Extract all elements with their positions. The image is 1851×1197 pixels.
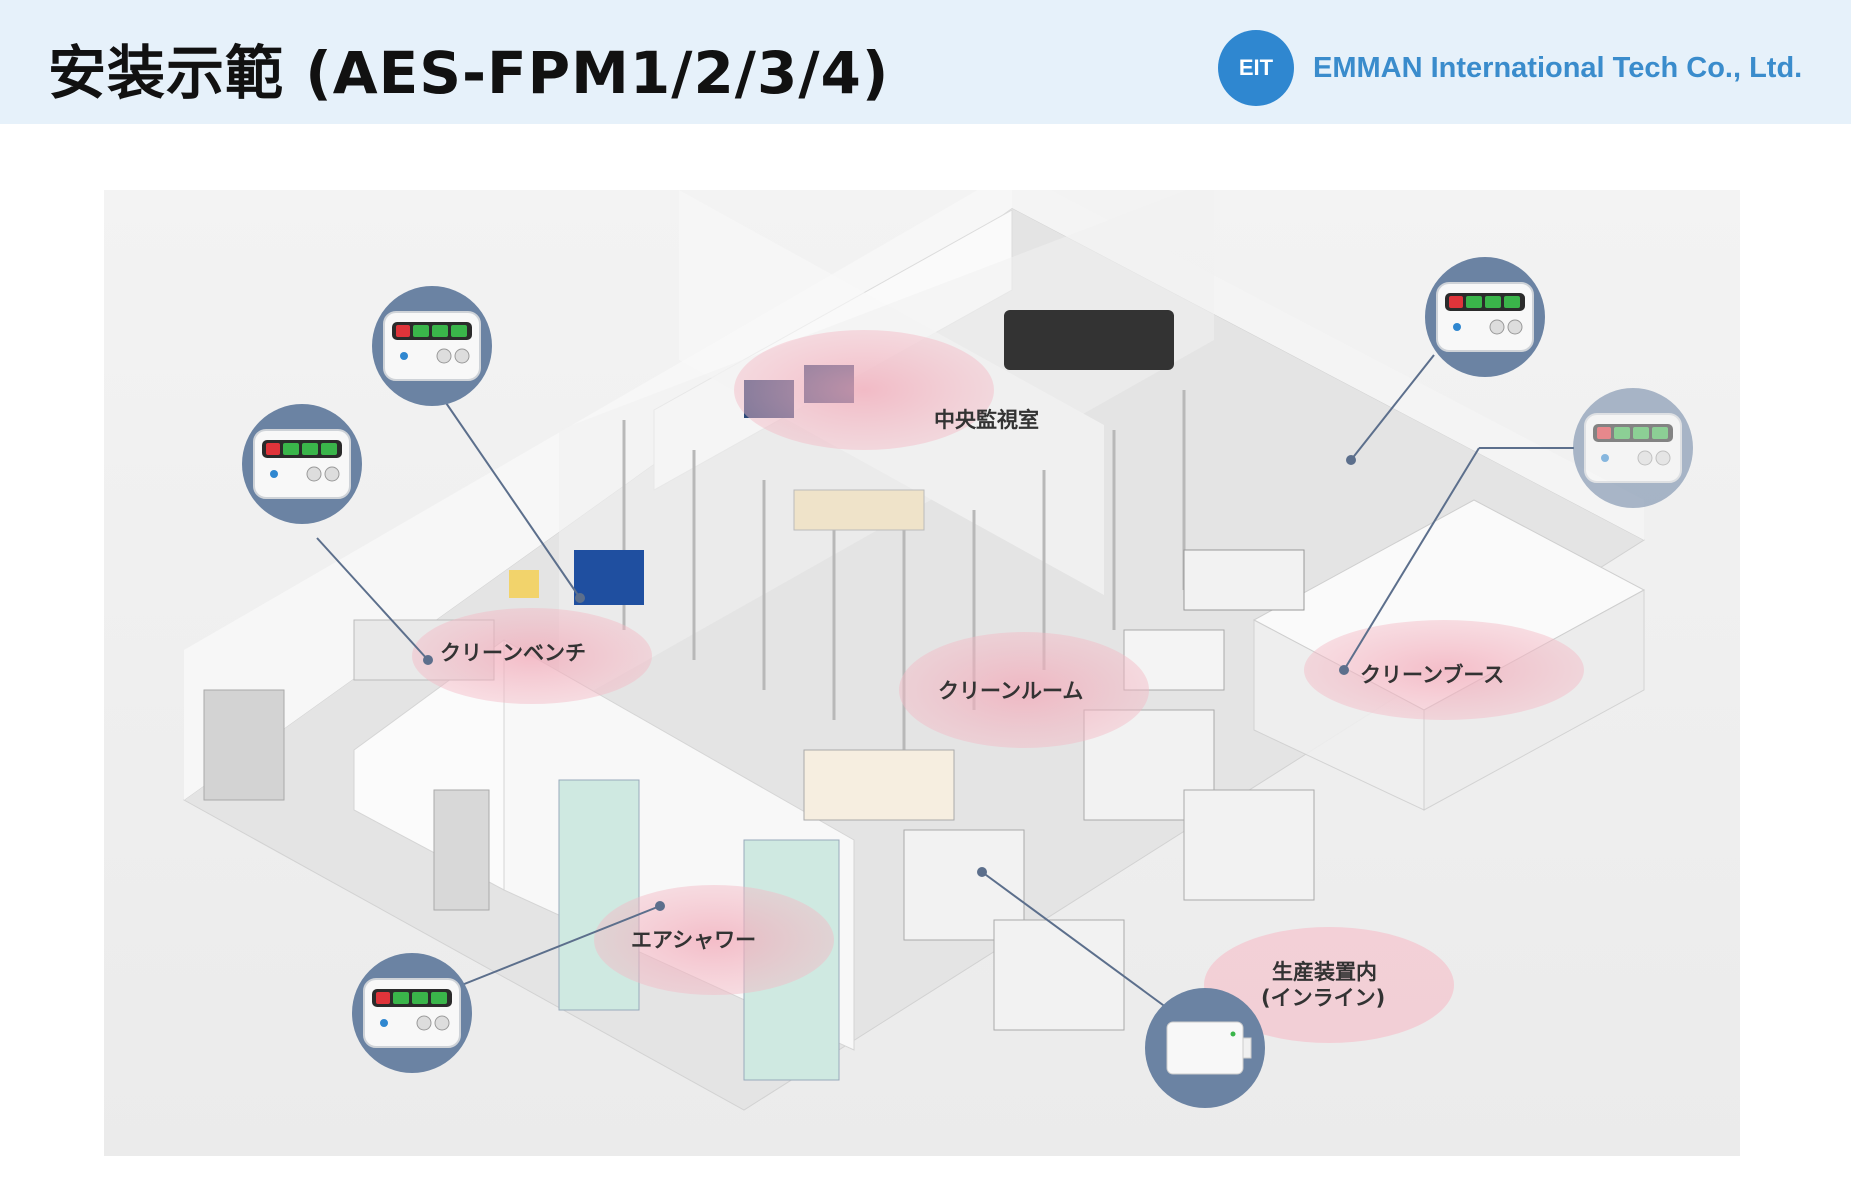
entrance-door (433, 789, 490, 911)
fpm-monitor-icon (372, 286, 492, 406)
company-logo: EIT (1218, 30, 1294, 106)
glass-partition (622, 390, 1186, 750)
inline-sensor-icon (1145, 988, 1265, 1108)
header-bar: 安装示範 (AES-FPM1/2/3/4) EIT EMMAN Internat… (0, 0, 1851, 124)
zone-highlight-air-shower (594, 885, 834, 995)
zone-highlight-inline (1204, 927, 1454, 1043)
fpm-monitor-icon (242, 404, 362, 524)
fpm-monitor-icon (352, 953, 472, 1073)
zone-highlight-clean-room (899, 632, 1149, 748)
fpm-monitor-icon (1573, 388, 1693, 508)
label-clean-bench: クリーンベンチ (440, 641, 586, 665)
installation-diagram: 中央監視室 クリーンベンチ クリーンルーム クリーンブース エアシャワー 生産装… (104, 190, 1740, 1156)
label-clean-room: クリーンルーム (938, 679, 1083, 703)
page-title: 安装示範 (AES-FPM1/2/3/4) (48, 39, 890, 107)
label-clean-booth: クリーンブース (1360, 663, 1504, 687)
label-air-shower: エアシャワー (631, 928, 756, 952)
label-inline-1: 生産装置内 (1272, 960, 1377, 984)
zone-highlight-control-room (734, 330, 994, 450)
zone-highlight-clean-bench (412, 608, 652, 704)
company-name: EMMAN International Tech Co., Ltd. (1313, 52, 1803, 84)
fpm-monitor-icon (1425, 257, 1545, 377)
label-control-room: 中央監視室 (934, 408, 1039, 432)
label-inline-2: (インライン) (1261, 986, 1385, 1010)
zone-highlight-clean-booth (1304, 620, 1584, 720)
